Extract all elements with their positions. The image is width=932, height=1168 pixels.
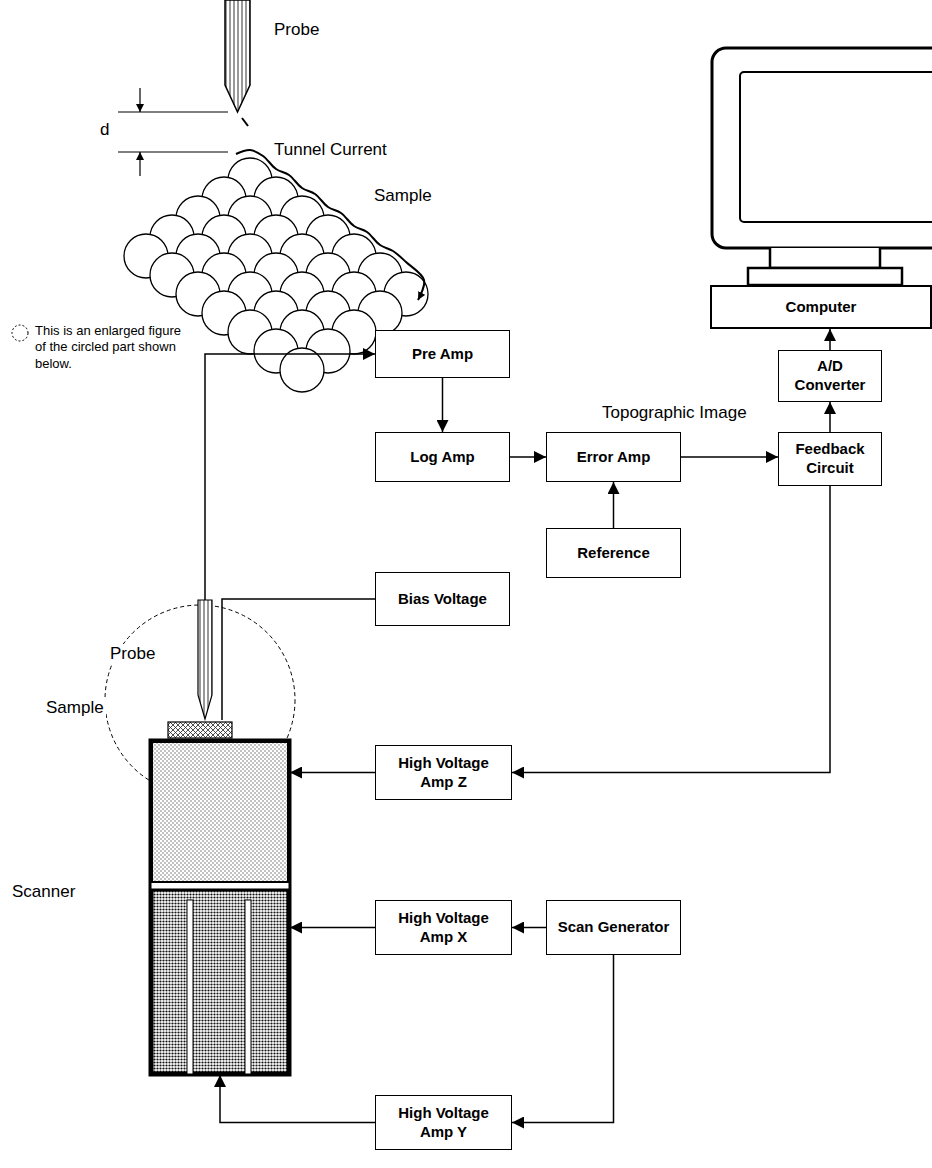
signal-connector [829, 402, 831, 432]
signal-connector [829, 329, 831, 350]
process-box: Bias Voltage [375, 572, 510, 626]
computer-box: Computer [710, 285, 932, 329]
part-label: Probe [272, 20, 321, 40]
box-label: High Voltage Amp Y [382, 1104, 505, 1142]
part-label: Scanner [10, 882, 77, 902]
note-text: This is an enlarged figure of the circle… [33, 323, 187, 372]
sample: Sample [168, 720, 232, 740]
probe-shape [198, 600, 212, 720]
signal-connector [290, 927, 375, 929]
box-label: Pre Amp [412, 345, 473, 364]
monitor [712, 48, 932, 285]
signal-connector [613, 482, 615, 528]
signal-connector [220, 1075, 375, 1123]
sample-plate [168, 720, 232, 740]
probe: Probe [198, 600, 212, 720]
signal-connector [512, 955, 614, 1123]
box-label: A/D Converter [785, 357, 875, 395]
box-label: High Voltage Amp Z [382, 754, 505, 792]
dimension-label: d [98, 120, 111, 140]
process-box: High Voltage Amp Y [375, 1095, 512, 1150]
box-label: Scan Generator [558, 918, 670, 937]
part-label: Sample [44, 698, 106, 718]
process-box: High Voltage Amp X [375, 900, 512, 955]
signal-connector [442, 378, 444, 432]
process-box: Error Amp [546, 432, 681, 482]
signal-connector [512, 927, 546, 929]
gap-dimension [118, 88, 228, 176]
part-label: Probe [108, 644, 157, 664]
box-label: High Voltage Amp X [382, 909, 505, 947]
part-label: Tunnel Current [272, 140, 389, 160]
signal-connector [510, 456, 546, 458]
signal-connector [205, 354, 375, 600]
probe-tip [225, 0, 250, 112]
process-box: Feedback Circuit [778, 432, 882, 486]
scanner: Scanner [150, 740, 290, 1075]
tunnel-gap [242, 118, 248, 126]
tip-trace [236, 150, 424, 300]
process-box: Pre Amp [375, 330, 510, 378]
box-label: Feedback Circuit [785, 440, 875, 478]
signal-connector [290, 772, 375, 774]
box-label: Bias Voltage [398, 590, 487, 609]
process-box: High Voltage Amp Z [375, 745, 512, 800]
process-box: Log Amp [375, 432, 510, 482]
box-label: Reference [577, 544, 650, 563]
signal-connector [681, 456, 778, 458]
note-circle [12, 325, 28, 341]
box-label: Log Amp [410, 448, 474, 467]
piezo-scanner [150, 740, 290, 1075]
part-label: Topographic Image [600, 403, 749, 423]
box-label: Computer [786, 298, 857, 317]
process-box: A/D Converter [778, 350, 882, 402]
part-label: Sample [372, 186, 434, 206]
process-box: Reference [546, 528, 681, 578]
box-label: Error Amp [577, 448, 651, 467]
signal-connector [222, 599, 375, 720]
process-box: Scan Generator [546, 900, 681, 955]
signal-connector [512, 486, 830, 773]
